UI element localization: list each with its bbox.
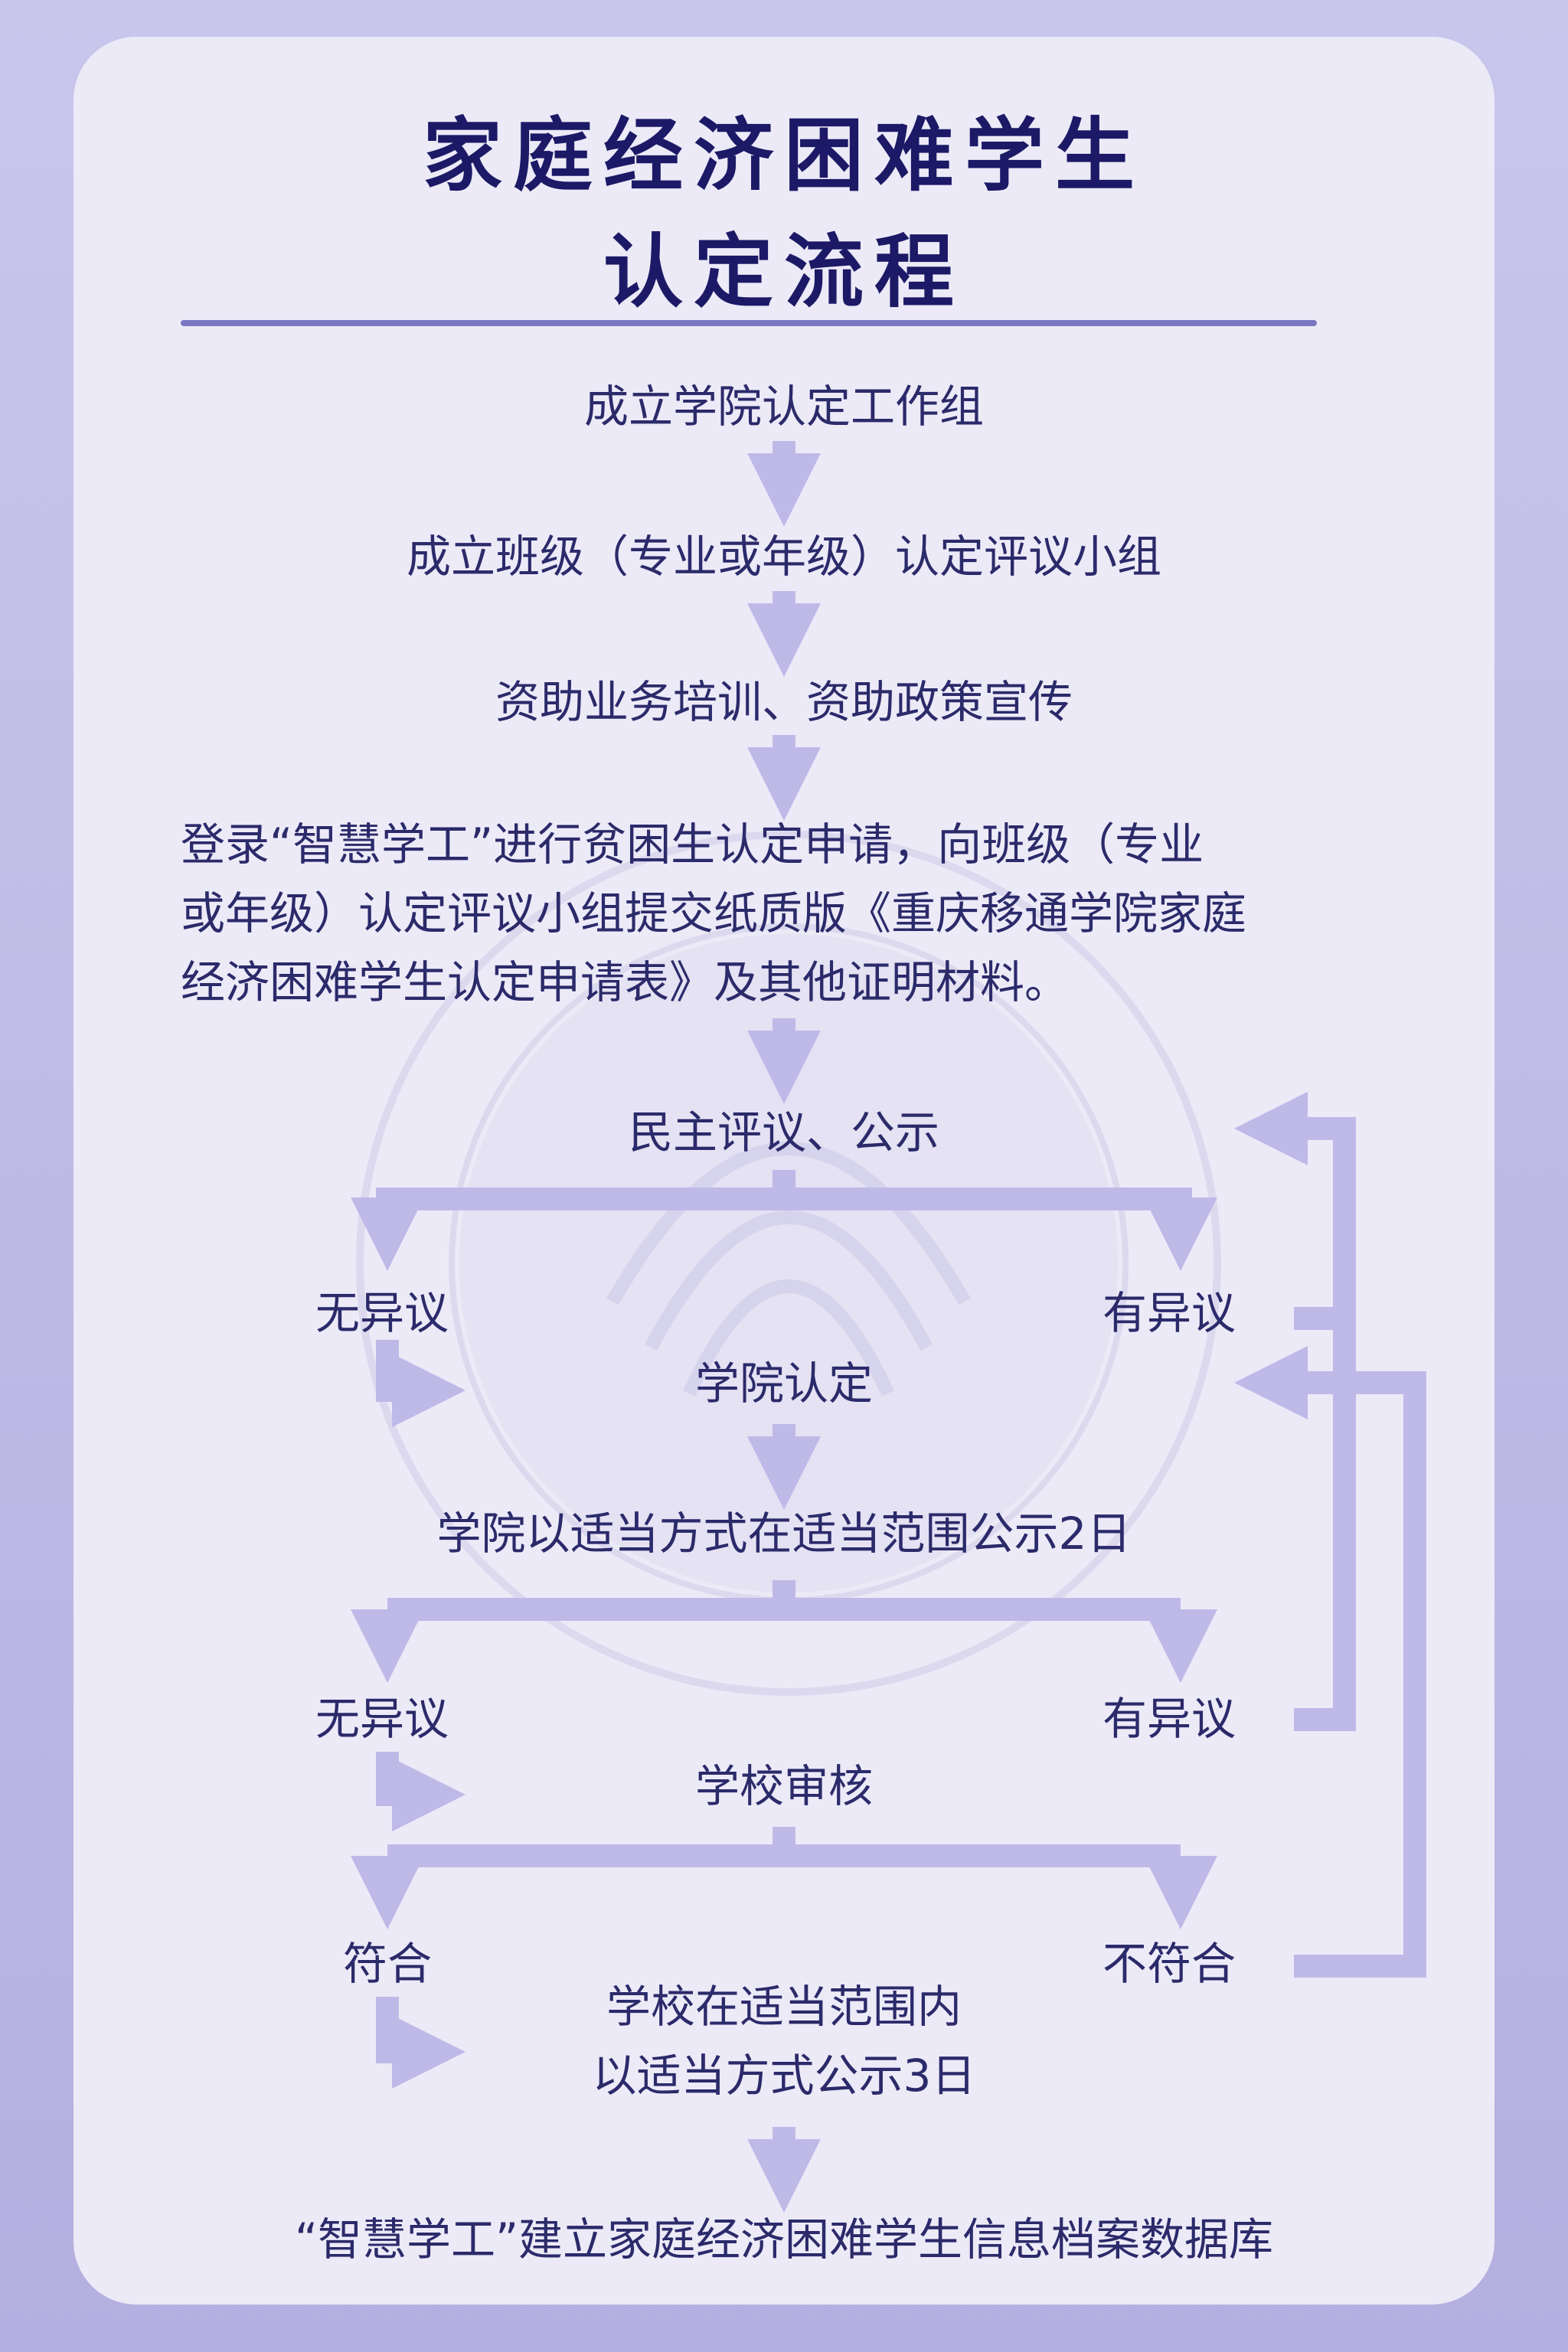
branch-s8: [387, 1827, 1181, 1867]
step-school-review: 学校审核: [694, 1760, 873, 1812]
title-line-2: 认定流程: [603, 225, 965, 318]
s7-no-objection: 无异议: [315, 1693, 449, 1745]
step-form-class-panel: 成立班级（专业或年级）认定评议小组: [406, 531, 1161, 583]
step-school-publicity-line-1: 学校在适当范围内: [606, 1981, 962, 2033]
step-build-database: “智慧学工”建立家庭经济困难学生信息档案数据库: [294, 2213, 1274, 2265]
step-school-publicity-line-2: 以适当方式公示3日: [592, 2050, 976, 2102]
l-arrow-3: [376, 1997, 466, 2089]
s5-no-objection: 无异议: [315, 1287, 449, 1339]
s7-objection: 有异议: [1102, 1693, 1236, 1745]
step-college-confirm: 学院认定: [694, 1357, 873, 1410]
loop-s5-right: [1233, 1091, 1356, 1330]
s8-not-qualified: 不符合: [1102, 1938, 1236, 1990]
application-line-2: 或年级）认定评议小组提交纸质版《重庆移通学院家庭: [181, 887, 1247, 939]
step-form-work-group: 成立学院认定工作组: [583, 381, 984, 433]
title-line-1: 家庭经济困难学生: [422, 109, 1145, 202]
l-arrow-2: [376, 1752, 466, 1832]
s5-objection: 有异议: [1102, 1287, 1236, 1339]
branch-s7: [387, 1580, 1181, 1621]
title-divider: [181, 320, 1317, 326]
step-training-publicity: 资助业务培训、资助政策宣传: [495, 676, 1073, 728]
loop-s7-right: [1294, 1318, 1356, 1731]
step-college-publicity: 学院以适当方式在适当范围公示2日: [436, 1508, 1132, 1560]
loop-s8-right: [1233, 1345, 1426, 1978]
application-line-1: 登录“智慧学工”进行贫困生认定申请，向班级（专业: [181, 818, 1204, 871]
application-line-3: 经济困难学生认定申请表》及其他证明材料。: [181, 956, 1070, 1008]
branch-s5: [376, 1170, 1192, 1240]
step-online-application: 登录“智慧学工”进行贫困生认定申请，向班级（专业 或年级）认定评议小组提交纸质版…: [181, 810, 1383, 1017]
l-arrow-1: [376, 1340, 466, 1428]
step-democratic-review: 民主评议、公示: [628, 1106, 939, 1158]
s8-qualified: 符合: [343, 1938, 433, 1990]
